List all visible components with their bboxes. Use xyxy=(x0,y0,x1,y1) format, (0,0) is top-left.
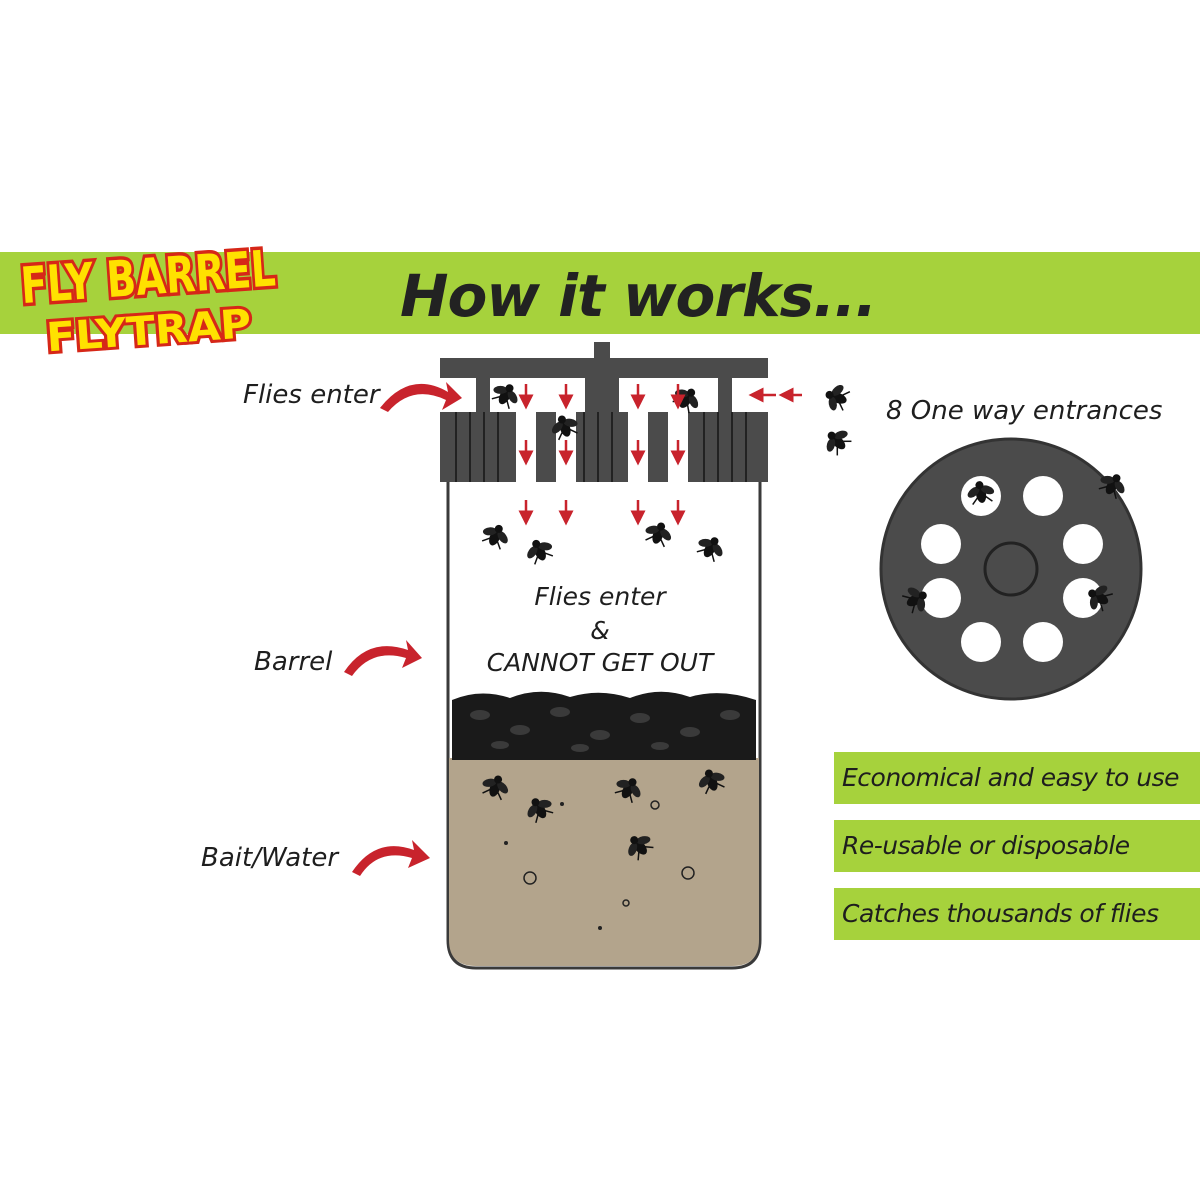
barrel-text-line1: Flies enter xyxy=(534,582,666,611)
feature-label-3: Catches thousands of flies xyxy=(842,899,1159,928)
page-title: How it works... xyxy=(400,262,877,330)
barrel-text-line2: & xyxy=(590,616,610,645)
barrel-text-line3: CANNOT GET OUT xyxy=(486,648,714,677)
bait-water xyxy=(449,758,759,966)
lid-top-view xyxy=(879,437,1143,701)
title-banner xyxy=(0,252,1200,334)
barrel-arrow xyxy=(344,640,422,676)
label-flies-enter: Flies enter xyxy=(243,380,380,410)
entry-arrows xyxy=(518,384,802,526)
label-bait-water: Bait/Water xyxy=(201,843,339,873)
feature-box-3: Catches thousands of flies xyxy=(834,888,1200,940)
dead-flies-layer xyxy=(452,691,756,760)
feature-box-1: Economical and easy to use xyxy=(834,752,1200,804)
bait-water-arrow xyxy=(352,840,430,876)
flies-enter-arrow xyxy=(380,382,462,412)
feature-label-1: Economical and easy to use xyxy=(842,763,1179,792)
feature-box-2: Re-usable or disposable xyxy=(834,820,1200,872)
label-barrel: Barrel xyxy=(254,647,333,677)
fly-barrel-logo: FLY BARREL FLYTRAP xyxy=(15,236,280,364)
label-entrances: 8 One way entrances xyxy=(886,396,1163,426)
barrel-lid xyxy=(440,342,768,482)
feature-label-2: Re-usable or disposable xyxy=(842,831,1130,860)
pointer-arrows xyxy=(344,382,462,876)
barrel-body xyxy=(446,478,762,970)
